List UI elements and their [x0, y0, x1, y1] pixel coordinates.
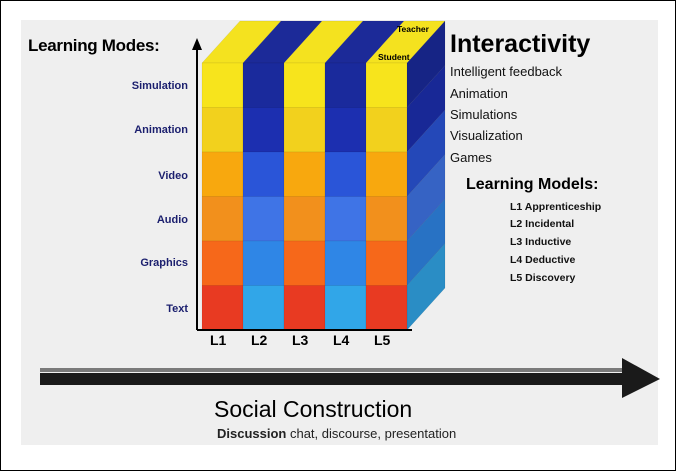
cube-front-cell — [324, 240, 367, 286]
level-label-4: L4 — [333, 332, 350, 348]
student-label: Student — [378, 52, 410, 62]
level-label-2: L2 — [251, 332, 268, 348]
cube-front-cell — [324, 107, 367, 153]
model-incidental: L2 Incidental — [510, 218, 575, 230]
social-construction-arrowhead — [622, 358, 660, 398]
mode-graphics: Graphics — [140, 257, 188, 269]
teacher-label: Teacher — [397, 24, 429, 34]
cube-front-cell — [242, 151, 285, 197]
cube-front-cell — [365, 151, 408, 197]
model-apprenticeship: L1 Apprenticeship — [510, 201, 602, 213]
cube-front-cell — [365, 196, 408, 242]
cube-front-cell — [201, 196, 244, 242]
cube-front-cell — [283, 285, 326, 331]
cube-front-cell — [283, 107, 326, 153]
social-construction-title: Social Construction — [214, 396, 413, 422]
cube-front-cell — [201, 151, 244, 197]
level-label-1: L1 — [210, 332, 227, 348]
cube-front-cell — [365, 285, 408, 331]
cube-front-cell — [324, 62, 367, 108]
cube-front-cell — [201, 62, 244, 108]
cube-front-cell — [365, 240, 408, 286]
learning-modes-title: Learning Modes: — [28, 36, 160, 55]
level-label-5: L5 — [374, 332, 391, 348]
mode-audio: Audio — [156, 214, 188, 226]
social-construction-arrow-shadow — [40, 368, 625, 372]
social-construction-subtitle: Discussion chat, discourse, presentation — [217, 426, 456, 441]
social-construction-arrow-shaft — [40, 373, 625, 385]
learning-models-title: Learning Models: — [466, 176, 599, 193]
cube-side-face — [406, 20, 446, 331]
cube-front-cell — [242, 62, 285, 108]
model-inductive: L3 Inductive — [510, 236, 572, 248]
cube-front-cell — [365, 107, 408, 153]
cube-front-face — [201, 62, 408, 331]
feature-simulations: Simulations — [450, 107, 518, 122]
vertical-axis-arrowhead — [192, 38, 202, 50]
feature-visualization: Visualization — [450, 128, 523, 143]
mode-simulation: Simulation — [131, 80, 188, 92]
discussion-details: chat, discourse, presentation — [286, 426, 457, 441]
cube-front-cell — [324, 151, 367, 197]
cube-front-cell — [324, 285, 367, 331]
feature-intelligent-feedback: Intelligent feedback — [450, 64, 563, 79]
model-deductive: L4 Deductive — [510, 254, 576, 266]
mode-animation: Animation — [134, 124, 188, 136]
cube-front-cell — [365, 62, 408, 108]
cube-top-face — [201, 20, 446, 64]
cube-front-cell — [283, 196, 326, 242]
cube-front-cell — [242, 285, 285, 331]
feature-games: Games — [450, 150, 492, 165]
cube-front-cell — [283, 151, 326, 197]
cube-front-cell — [283, 62, 326, 108]
mode-text: Text — [166, 303, 188, 315]
cube-front-cell — [242, 196, 285, 242]
level-label-3: L3 — [292, 332, 309, 348]
cube-front-cell — [242, 107, 285, 153]
model-discovery: L5 Discovery — [510, 272, 576, 284]
cube-front-cell — [283, 240, 326, 286]
interactivity-title: Interactivity — [450, 30, 591, 58]
mode-video: Video — [158, 170, 188, 182]
feature-animation: Animation — [450, 86, 508, 101]
cube-front-cell — [324, 196, 367, 242]
cube-front-cell — [201, 107, 244, 153]
cube-front-cell — [201, 240, 244, 286]
cube-front-cell — [201, 285, 244, 331]
cube-front-cell — [242, 240, 285, 286]
discussion-label: Discussion — [217, 426, 287, 441]
